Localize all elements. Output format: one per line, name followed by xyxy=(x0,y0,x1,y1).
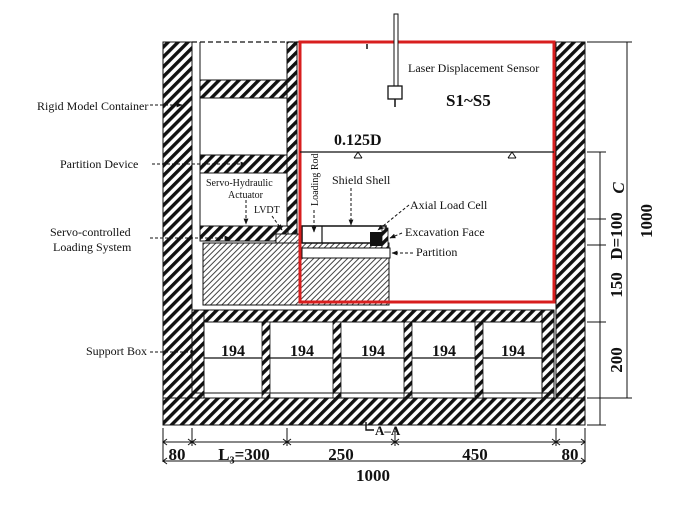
label-axial-load-cell: Axial Load Cell xyxy=(410,198,488,212)
partition-plate xyxy=(301,247,391,259)
label-excavation-face: Excavation Face xyxy=(405,225,485,239)
right-wall xyxy=(555,41,586,401)
dim-right-total: 1000 xyxy=(637,204,656,238)
support-cell-label: 194 xyxy=(290,343,314,360)
dim-left-wall: 80 xyxy=(169,445,186,464)
base-slab xyxy=(162,397,586,426)
section-marker-symbol xyxy=(365,422,374,431)
support-cell-label: 194 xyxy=(361,343,385,360)
load-cell xyxy=(370,232,382,246)
dim-right-wall: 80 xyxy=(562,445,579,464)
dim-150: 150 xyxy=(607,272,626,298)
excavation-face xyxy=(381,227,389,249)
inner-wall xyxy=(286,41,298,243)
label-loading-rod: Loading Rod xyxy=(310,154,321,207)
label-partition: Partition xyxy=(416,245,457,259)
left-wall xyxy=(162,41,193,401)
ground-marker-right xyxy=(507,151,517,159)
bottom-dimensions xyxy=(162,428,586,462)
label-shield-shell: Shield Shell xyxy=(332,173,391,187)
label-servo-actuator-2: Actuator xyxy=(228,190,264,201)
support-cell-label: 194 xyxy=(501,343,525,360)
dim-l3: L₃=300 xyxy=(218,445,270,464)
label-support-box: Support Box xyxy=(86,344,147,358)
label-laser-sensor: Laser Displacement Sensor xyxy=(408,61,539,75)
label-section: A–A xyxy=(375,423,401,438)
label-offset: 0.125D xyxy=(334,132,382,149)
dim-bottom-total: 1000 xyxy=(356,466,390,485)
loading-system xyxy=(199,225,391,306)
soil-model-region xyxy=(298,40,556,304)
label-sensors: S1~S5 xyxy=(446,91,491,110)
label-servo-loading-1: Servo-controlled xyxy=(50,225,131,239)
label-partition-device: Partition Device xyxy=(60,157,138,171)
dim-250: 250 xyxy=(328,445,354,464)
ground-marker-left xyxy=(353,151,363,159)
sensor-head xyxy=(387,85,403,100)
actuator-cap xyxy=(199,225,289,242)
dim-d: D=100 xyxy=(607,212,626,259)
support-cell-label: 194 xyxy=(432,343,456,360)
right-dimensions xyxy=(587,41,632,426)
laser-displacement-sensor xyxy=(387,13,403,107)
label-servo-actuator-1: Servo-Hydraulic xyxy=(206,178,273,189)
label-lvdt: LVDT xyxy=(254,205,280,216)
dim-450: 450 xyxy=(462,445,488,464)
partition-device xyxy=(199,42,288,240)
dim-c: C xyxy=(609,182,628,194)
label-servo-loading-2: Loading System xyxy=(53,240,132,254)
label-rigid-container: Rigid Model Container xyxy=(37,99,148,113)
support-cell-label: 194 xyxy=(221,343,245,360)
support-box xyxy=(191,309,555,399)
dim-200: 200 xyxy=(607,347,626,373)
